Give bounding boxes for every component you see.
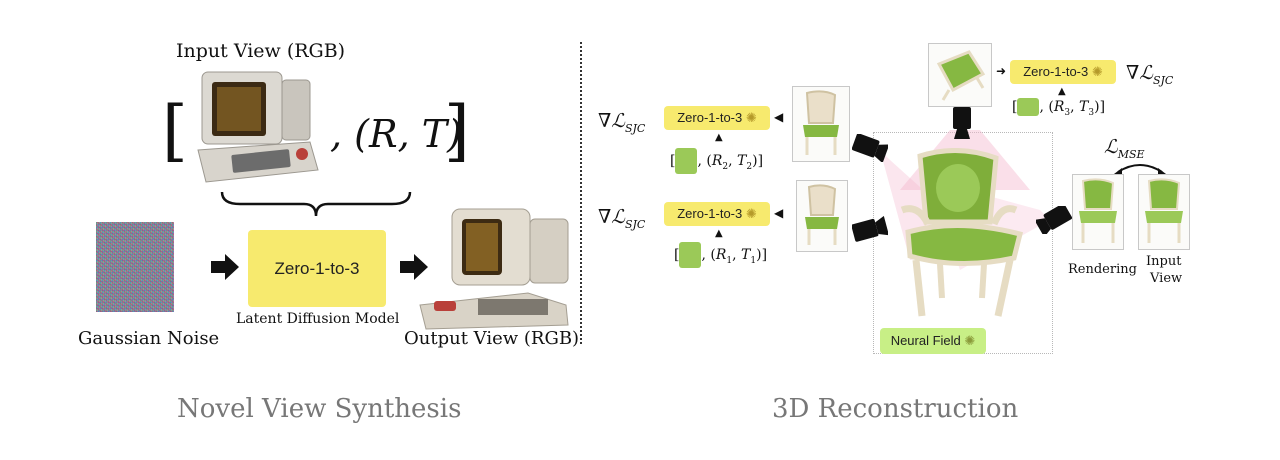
loss-sub: SJC [1153, 74, 1173, 87]
curly-brace [218, 190, 414, 220]
nabla: ∇ [598, 110, 611, 132]
gear-icon: ✺ [1092, 64, 1103, 79]
camera-icon-right [1036, 206, 1072, 234]
pose-t: T [741, 247, 750, 263]
up-arrow-3: ▲ [1058, 86, 1066, 97]
model-label: Zero-1-to-3 [1023, 64, 1088, 79]
arrow-right: ➜ [996, 64, 1006, 78]
chair-illustration [1139, 175, 1189, 249]
loss-symbol: ℒ [1104, 136, 1118, 158]
pose-t: T [737, 153, 746, 169]
chair-illustration [793, 87, 849, 161]
nabla: ∇ [1126, 62, 1139, 84]
view-thumbnail-1 [796, 180, 848, 252]
view-thumbnail-3 [928, 43, 992, 107]
thumb-chair-icon [1017, 98, 1039, 116]
sjc-gradient-3: ∇ℒSJC [1126, 62, 1173, 87]
gaussian-noise-image [96, 222, 174, 312]
model-sublabel: Latent Diffusion Model [236, 311, 399, 327]
input-view-label-line1: Input [1146, 254, 1181, 269]
noise-label: Gaussian Noise [78, 328, 219, 349]
neural-field-box: Neural Field ✺ [880, 328, 986, 354]
camera-icon-upper-left [852, 134, 888, 162]
arrow-icon [211, 254, 241, 280]
gear-icon: ✺ [964, 333, 975, 348]
nabla: ∇ [598, 206, 611, 228]
loss-sub: SJC [625, 122, 645, 135]
model-label: Zero-1-to-3 [677, 110, 742, 125]
left-bracket: [ [162, 98, 188, 164]
chair-illustration [1073, 175, 1123, 249]
up-arrow-1: ▲ [715, 228, 723, 239]
pose-r: R [1054, 99, 1065, 115]
model-label: Zero-1-to-3 [677, 206, 742, 221]
sjc-gradient-2: ∇ℒSJC [598, 110, 645, 135]
pose-2: [, (R2, T2)] [670, 148, 763, 174]
arrow-left: ◀ [774, 110, 783, 124]
zero-1-to-3-box-3: Zero-1-to-3 ✺ [1010, 60, 1116, 84]
zero-1-to-3-box-2: Zero-1-to-3 ✺ [664, 106, 770, 130]
camera-icon-top [952, 106, 972, 140]
rendering-label: Rendering [1068, 262, 1137, 277]
chair-illustration [797, 181, 847, 251]
zero-1-to-3-model-box: Zero-1-to-3 [248, 230, 386, 307]
output-computer-illustration [418, 205, 574, 330]
zero-1-to-3-box-1: Zero-1-to-3 ✺ [664, 202, 770, 226]
loss-symbol: ℒ [611, 110, 625, 132]
pose-r: R [712, 153, 723, 169]
3d-reconstruction-caption: 3D Reconstruction [772, 394, 1018, 424]
neural-field-label: Neural Field [891, 333, 961, 348]
pose-1: [, (R1, T1)] [674, 242, 767, 268]
gear-icon: ✺ [746, 110, 757, 125]
input-view-thumbnail [1138, 174, 1190, 250]
gear-icon: ✺ [746, 206, 757, 221]
model-label: Zero-1-to-3 [274, 259, 359, 278]
pose-3: [, (R3, T3)] [1012, 98, 1105, 118]
pose-t: T [1079, 99, 1088, 115]
output-label: Output View (RGB) [404, 328, 579, 349]
up-arrow-2: ▲ [715, 132, 723, 143]
pose-text: , (R, T) [330, 112, 462, 156]
pose-r: R [716, 247, 727, 263]
sjc-gradient-1: ∇ℒSJC [598, 206, 645, 231]
arrow-left: ◀ [774, 206, 783, 220]
right-bracket: ] [444, 98, 470, 164]
loss-symbol: ℒ [1139, 62, 1153, 84]
loss-sub: SJC [625, 218, 645, 231]
novel-view-synthesis-caption: Novel View Synthesis [177, 394, 461, 424]
input-computer-illustration [192, 62, 322, 187]
input-view-label-line2: View [1150, 271, 1182, 286]
chair-illustration [929, 44, 991, 106]
camera-icon-lower-left [852, 216, 888, 244]
input-view-label: Input View (RGB) [176, 40, 345, 62]
view-thumbnail-2 [792, 86, 850, 162]
thumb-chair-icon [679, 242, 701, 268]
thumb-chair-icon [675, 148, 697, 174]
chair-illustration [898, 148, 1028, 323]
rendering-thumbnail [1072, 174, 1124, 250]
panel-divider [580, 42, 582, 344]
loss-symbol: ℒ [611, 206, 625, 228]
